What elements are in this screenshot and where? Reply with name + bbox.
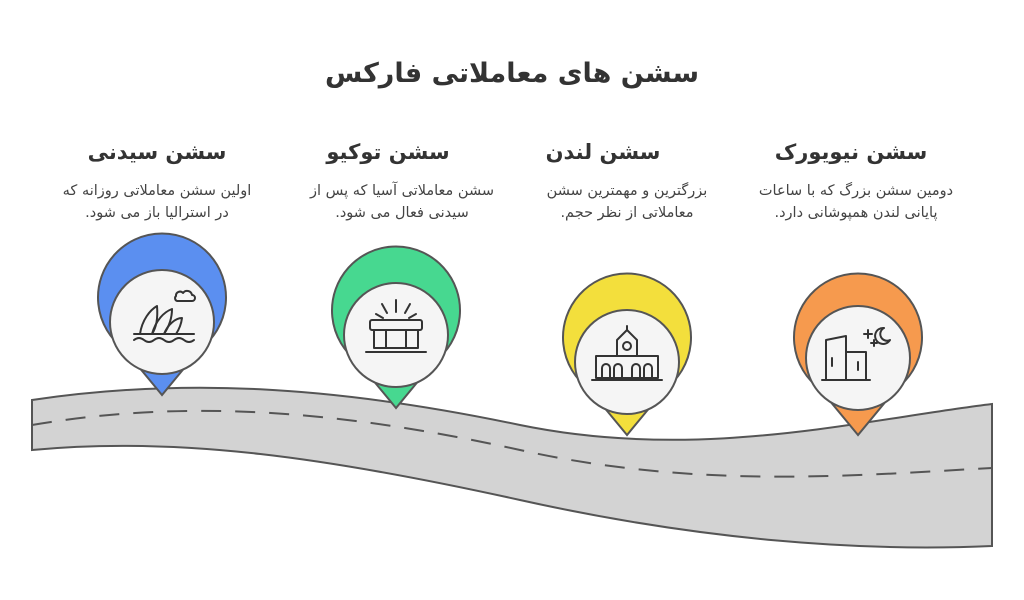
session-desc-newyork: دومین سشن بزرگ که با ساعات پایانی لندن ه…: [758, 183, 954, 221]
road-center-dashes: [31, 409, 993, 478]
session-desc-tokyo: سشن معاملاتی آسیا که پس از سیدنی فعال می…: [309, 183, 495, 221]
pin-sydney: [97, 232, 227, 397]
session-desc-london: بزرگترین و مهمترین سشن معاملاتی از نظر ح…: [546, 183, 708, 221]
pin-london: [562, 272, 692, 437]
new-york-night-building-icon: [821, 326, 891, 381]
sydney-opera-house-icon: [133, 289, 196, 343]
session-desc-sydney: اولین سشن معاملاتی روزانه که در استرالیا…: [62, 183, 252, 221]
diagram-title: سشن های معاملاتی فارکس: [324, 58, 700, 89]
london-clock-tower-icon: [591, 325, 663, 381]
pin-newyork: [793, 272, 923, 437]
session-title-tokyo: سشن توکیو: [326, 140, 450, 164]
pin-tokyo: [331, 245, 461, 410]
session-title-london: سشن لندن: [545, 140, 661, 164]
road: [31, 386, 993, 549]
session-title-newyork: سشن نیویورک: [774, 140, 928, 164]
tokyo-building-icon: [365, 299, 427, 353]
session-title-sydney: سشن سیدنی: [87, 140, 227, 164]
